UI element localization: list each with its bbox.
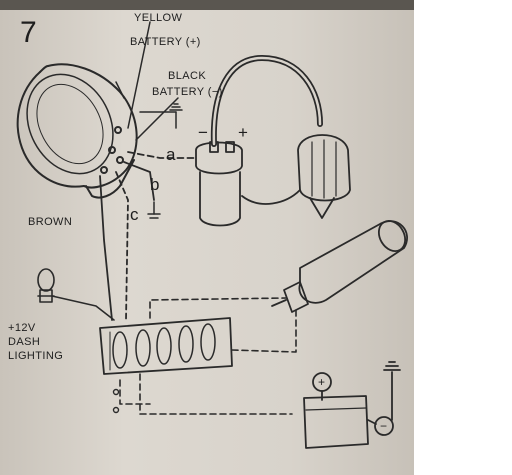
label-battery-positive: BATTERY (+) xyxy=(130,36,201,48)
starter-motor xyxy=(271,220,408,313)
ground-symbol-b xyxy=(147,201,161,219)
battery xyxy=(303,361,401,449)
battery-positive-symbol: + xyxy=(318,375,326,389)
wiring-diagram xyxy=(16,21,408,449)
label-brown-wire: BROWN xyxy=(28,216,73,228)
terminal-a-label: a xyxy=(166,145,176,164)
label-lighting: LIGHTING xyxy=(8,350,64,362)
photo-top-edge xyxy=(0,0,414,10)
terminal-b-label: b xyxy=(150,175,160,194)
ignition-coil xyxy=(195,55,323,227)
distributor xyxy=(241,134,351,219)
gauge xyxy=(16,63,138,199)
battery-negative-symbol: − xyxy=(380,419,388,433)
figure-number: 7 xyxy=(20,16,38,49)
label-leaders xyxy=(115,21,179,141)
label-black-wire: BLACK xyxy=(168,70,207,82)
ground-symbol-gauge xyxy=(139,103,183,129)
label-dash: DASH xyxy=(8,336,41,348)
terminal-c-label: c xyxy=(130,205,139,224)
gauge-wires xyxy=(99,151,197,321)
label-yellow-wire: YELLOW xyxy=(134,12,183,24)
dashed-wires xyxy=(119,297,297,415)
manual-photo: 7 YELLOW BATTERY (+) BLACK BATTERY (−) B… xyxy=(0,0,414,475)
label-battery-negative: BATTERY (−) xyxy=(152,86,223,98)
coil-negative-terminal: − xyxy=(198,123,209,142)
fuse-block xyxy=(99,317,233,375)
coil-positive-terminal: + xyxy=(238,123,249,142)
terminal-markers xyxy=(112,388,120,414)
blank-margin xyxy=(414,0,512,475)
label-12v: +12V xyxy=(8,322,36,334)
dash-bulb xyxy=(37,268,115,321)
